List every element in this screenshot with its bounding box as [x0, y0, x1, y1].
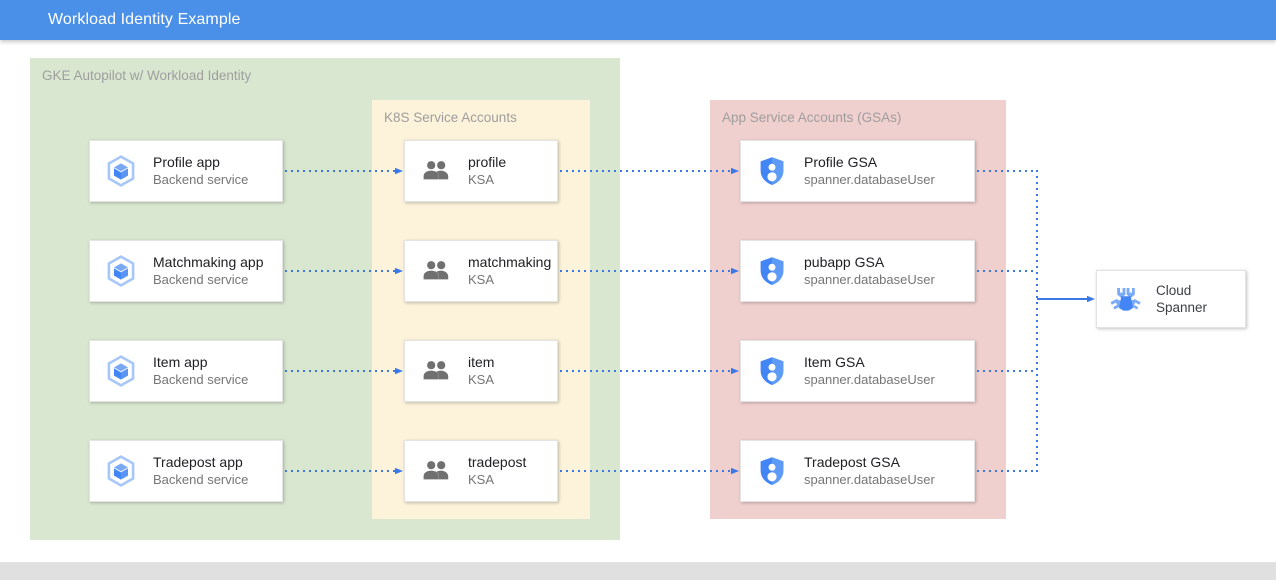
card-title: item: [468, 354, 495, 370]
shield-account-icon: [752, 251, 792, 291]
card-title: pubapp GSA: [804, 254, 885, 270]
card-subtitle: spanner.databaseUser: [804, 372, 935, 387]
card-subtitle: spanner.databaseUser: [804, 272, 935, 287]
card-text: Item GSA spanner.databaseUser: [804, 353, 974, 389]
cloud-spanner-icon: [1106, 279, 1146, 319]
card-text: item KSA: [468, 353, 557, 389]
card-text: Matchmaking app Backend service: [153, 253, 282, 289]
card-subtitle: KSA: [468, 272, 495, 287]
card-title: profile: [468, 154, 507, 170]
card-ksa-profile[interactable]: profile KSA: [404, 140, 558, 202]
card-subtitle: KSA: [468, 172, 495, 187]
card-gsa-profile[interactable]: Profile GSA spanner.databaseUser: [740, 140, 975, 202]
card-title: Item GSA: [804, 354, 865, 370]
card-text: profile KSA: [468, 153, 557, 189]
bottom-strip: [0, 562, 1276, 580]
card-gsa-pubapp[interactable]: pubapp GSA spanner.databaseUser: [740, 240, 975, 302]
card-ksa-tradepost[interactable]: tradepost KSA: [404, 440, 558, 502]
people-group-icon: [416, 451, 456, 491]
card-title: Matchmaking app: [153, 254, 264, 270]
people-group-icon: [416, 351, 456, 391]
shield-account-icon: [752, 351, 792, 391]
card-cloud-spanner[interactable]: Cloud Spanner: [1096, 270, 1246, 328]
card-subtitle: spanner.databaseUser: [804, 172, 935, 187]
card-app-tradepost[interactable]: Tradepost app Backend service: [89, 440, 283, 502]
gke-pod-icon: [101, 451, 141, 491]
card-text: Item app Backend service: [153, 353, 282, 389]
card-text: Tradepost app Backend service: [153, 453, 282, 489]
shield-account-icon: [752, 451, 792, 491]
shield-account-icon: [752, 151, 792, 191]
card-gsa-tradepost[interactable]: Tradepost GSA spanner.databaseUser: [740, 440, 975, 502]
gke-pod-icon: [101, 151, 141, 191]
gke-pod-icon: [101, 351, 141, 391]
card-app-item[interactable]: Item app Backend service: [89, 340, 283, 402]
card-subtitle: spanner.databaseUser: [804, 472, 935, 487]
card-gsa-item[interactable]: Item GSA spanner.databaseUser: [740, 340, 975, 402]
gke-pod-icon: [101, 251, 141, 291]
card-app-matchmaking[interactable]: Matchmaking app Backend service: [89, 240, 283, 302]
card-text: Tradepost GSA spanner.databaseUser: [804, 453, 974, 489]
card-subtitle: Backend service: [153, 172, 249, 187]
diagram-canvas: GKE Autopilot w/ Workload Identity K8S S…: [0, 42, 1276, 580]
card-title: Tradepost GSA: [804, 454, 900, 470]
people-group-icon: [416, 151, 456, 191]
people-group-icon: [416, 251, 456, 291]
card-subtitle: Backend service: [153, 472, 249, 487]
group-gke-autopilot-label: GKE Autopilot w/ Workload Identity: [42, 68, 252, 83]
card-title: Profile app: [153, 154, 220, 170]
group-k8s-service-accounts-label: K8S Service Accounts: [384, 110, 517, 125]
card-title: tradepost: [468, 454, 527, 470]
card-subtitle: KSA: [468, 372, 495, 387]
card-app-profile[interactable]: Profile app Backend service: [89, 140, 283, 202]
group-app-service-accounts-label: App Service Accounts (GSAs): [722, 110, 902, 125]
card-title: Tradepost app: [153, 454, 243, 470]
card-text: tradepost KSA: [468, 453, 557, 489]
card-text: pubapp GSA spanner.databaseUser: [804, 253, 974, 289]
card-title: matchmaking: [468, 254, 552, 270]
card-ksa-matchmaking[interactable]: matchmaking KSA: [404, 240, 558, 302]
card-text: Profile app Backend service: [153, 153, 282, 189]
card-text: Cloud Spanner: [1156, 282, 1245, 316]
card-subtitle: KSA: [468, 472, 495, 487]
app-bar-title: Workload Identity Example: [48, 11, 241, 28]
card-ksa-item[interactable]: item KSA: [404, 340, 558, 402]
card-text: matchmaking KSA: [468, 253, 557, 289]
card-text: Profile GSA spanner.databaseUser: [804, 153, 974, 189]
card-title: Profile GSA: [804, 154, 878, 170]
card-subtitle: Backend service: [153, 372, 249, 387]
card-subtitle: Backend service: [153, 272, 249, 287]
app-bar: Workload Identity Example: [0, 0, 1276, 40]
card-title: Cloud Spanner: [1156, 283, 1208, 315]
card-title: Item app: [153, 354, 208, 370]
